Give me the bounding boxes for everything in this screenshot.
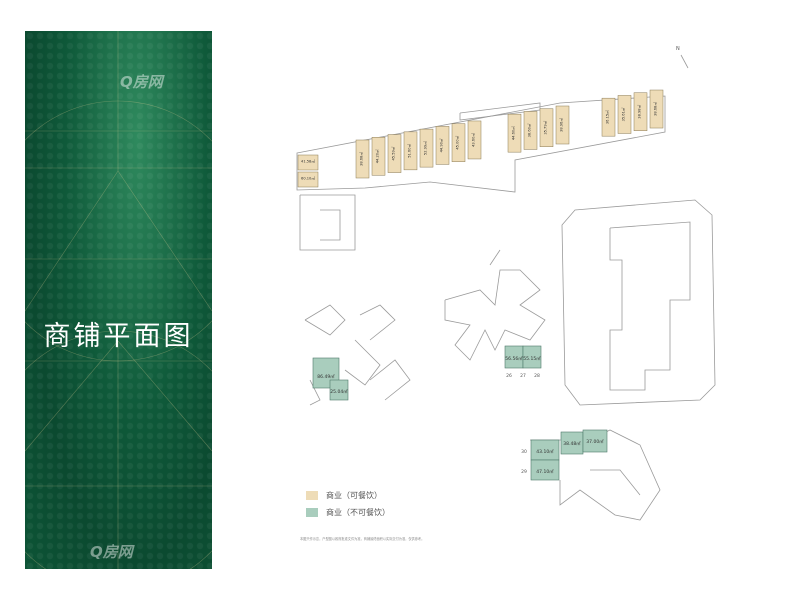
unit-rect [507, 113, 522, 153]
unit-rect [539, 108, 554, 147]
unit-area: 38.68㎡ [359, 152, 364, 166]
top-units: 41.58㎡ 60.10㎡ 38.68㎡ 44.20㎡ 45.59㎡ 51.60㎡ 52.9… [297, 89, 664, 188]
unit-area: 38.60㎡ [527, 123, 532, 137]
unit-rect [297, 154, 319, 171]
unit-rect [555, 105, 570, 145]
unit-number: 30 [521, 449, 527, 455]
legend-item-non-dining: 商业（不可餐饮） [306, 507, 390, 518]
page-title: 商铺平面图 [43, 321, 194, 352]
watermark: Q房网 [90, 543, 133, 561]
unit-rect [649, 89, 664, 129]
left-units: 86.49㎡ 25.04㎡ [312, 357, 349, 401]
legend-swatch [306, 491, 318, 500]
unit-rect [522, 345, 542, 369]
legend-item-dining: 商业（可餐饮） [306, 490, 382, 501]
legend-label: 商业（可餐饮） [326, 491, 382, 500]
unit-area: 45.59㎡ [391, 146, 396, 160]
unit-area: 37.00㎡ [586, 438, 604, 445]
watermark: Q房网 [120, 73, 163, 91]
unit-rect [355, 139, 370, 179]
legend-label: 商业（不可餐饮） [326, 508, 390, 517]
unit-area: 44.20㎡ [375, 149, 380, 163]
unit-area: 47.10㎡ [536, 468, 554, 475]
unit-rect [530, 459, 560, 481]
unit-area: 35.61㎡ [621, 107, 626, 121]
unit-rect [617, 95, 632, 134]
unit-area: 56.56㎡ [505, 355, 523, 362]
unit-rect [329, 379, 349, 401]
unit-area: 44.60㎡ [511, 126, 516, 140]
unit-rect [403, 131, 418, 171]
unit-area: 36.15㎡ [605, 110, 610, 124]
unit-number: 29 [521, 469, 527, 475]
unit-number: 27 [520, 373, 526, 379]
unit-area: 51.60㎡ [407, 143, 412, 157]
unit-area: 38.48㎡ [563, 440, 581, 447]
panel-line-art [25, 31, 212, 569]
unit-number: 28 [534, 373, 540, 379]
unit-rect [297, 171, 319, 188]
unit-area: 45.00㎡ [455, 135, 460, 149]
middle-units: 56.56㎡ 55.15㎡ 26 27 28 [504, 345, 542, 379]
unit-rect [467, 120, 482, 160]
unit-area: 60.10㎡ [301, 176, 315, 181]
unit-rect [451, 123, 466, 162]
unit-area: 43.10㎡ [536, 448, 554, 455]
unit-rect [523, 111, 538, 150]
unit-area: 41.58㎡ [301, 159, 315, 164]
unit-area: 55.15㎡ [523, 355, 541, 362]
unit-number: 26 [506, 373, 512, 379]
unit-area: 86.49㎡ [317, 373, 335, 380]
unit-rect [387, 134, 402, 173]
unit-rect [582, 429, 608, 453]
unit-area: 52.99㎡ [423, 141, 428, 155]
unit-area: 38.68㎡ [653, 102, 658, 116]
bottom-units: 43.10㎡ 47.10㎡ 38.48㎡ 37.00㎡ 30 29 [521, 429, 608, 481]
unit-rect [419, 128, 434, 168]
legend-swatch [306, 508, 318, 517]
unit-area: 44.90㎡ [439, 138, 444, 152]
unit-rect [371, 137, 386, 176]
unit-area: 35.79㎡ [543, 120, 548, 134]
unit-area: 25.04㎡ [330, 388, 348, 395]
footnote: 本图只作示意，户型图以政府批准文件为准，商铺最终面积以实际交付为准，仅供参考。 [300, 537, 425, 541]
unit-area: 43.60㎡ [471, 133, 476, 147]
unit-rect [633, 92, 648, 131]
unit-rect [601, 97, 616, 137]
north-label: N [676, 46, 680, 52]
unit-rect [435, 126, 450, 165]
unit-rect [312, 357, 340, 389]
unit-area: 38.96㎡ [559, 118, 564, 132]
unit-area: 38.98㎡ [637, 104, 642, 118]
title-panel: 商铺平面图 Q房网 Q房网 [25, 31, 212, 569]
